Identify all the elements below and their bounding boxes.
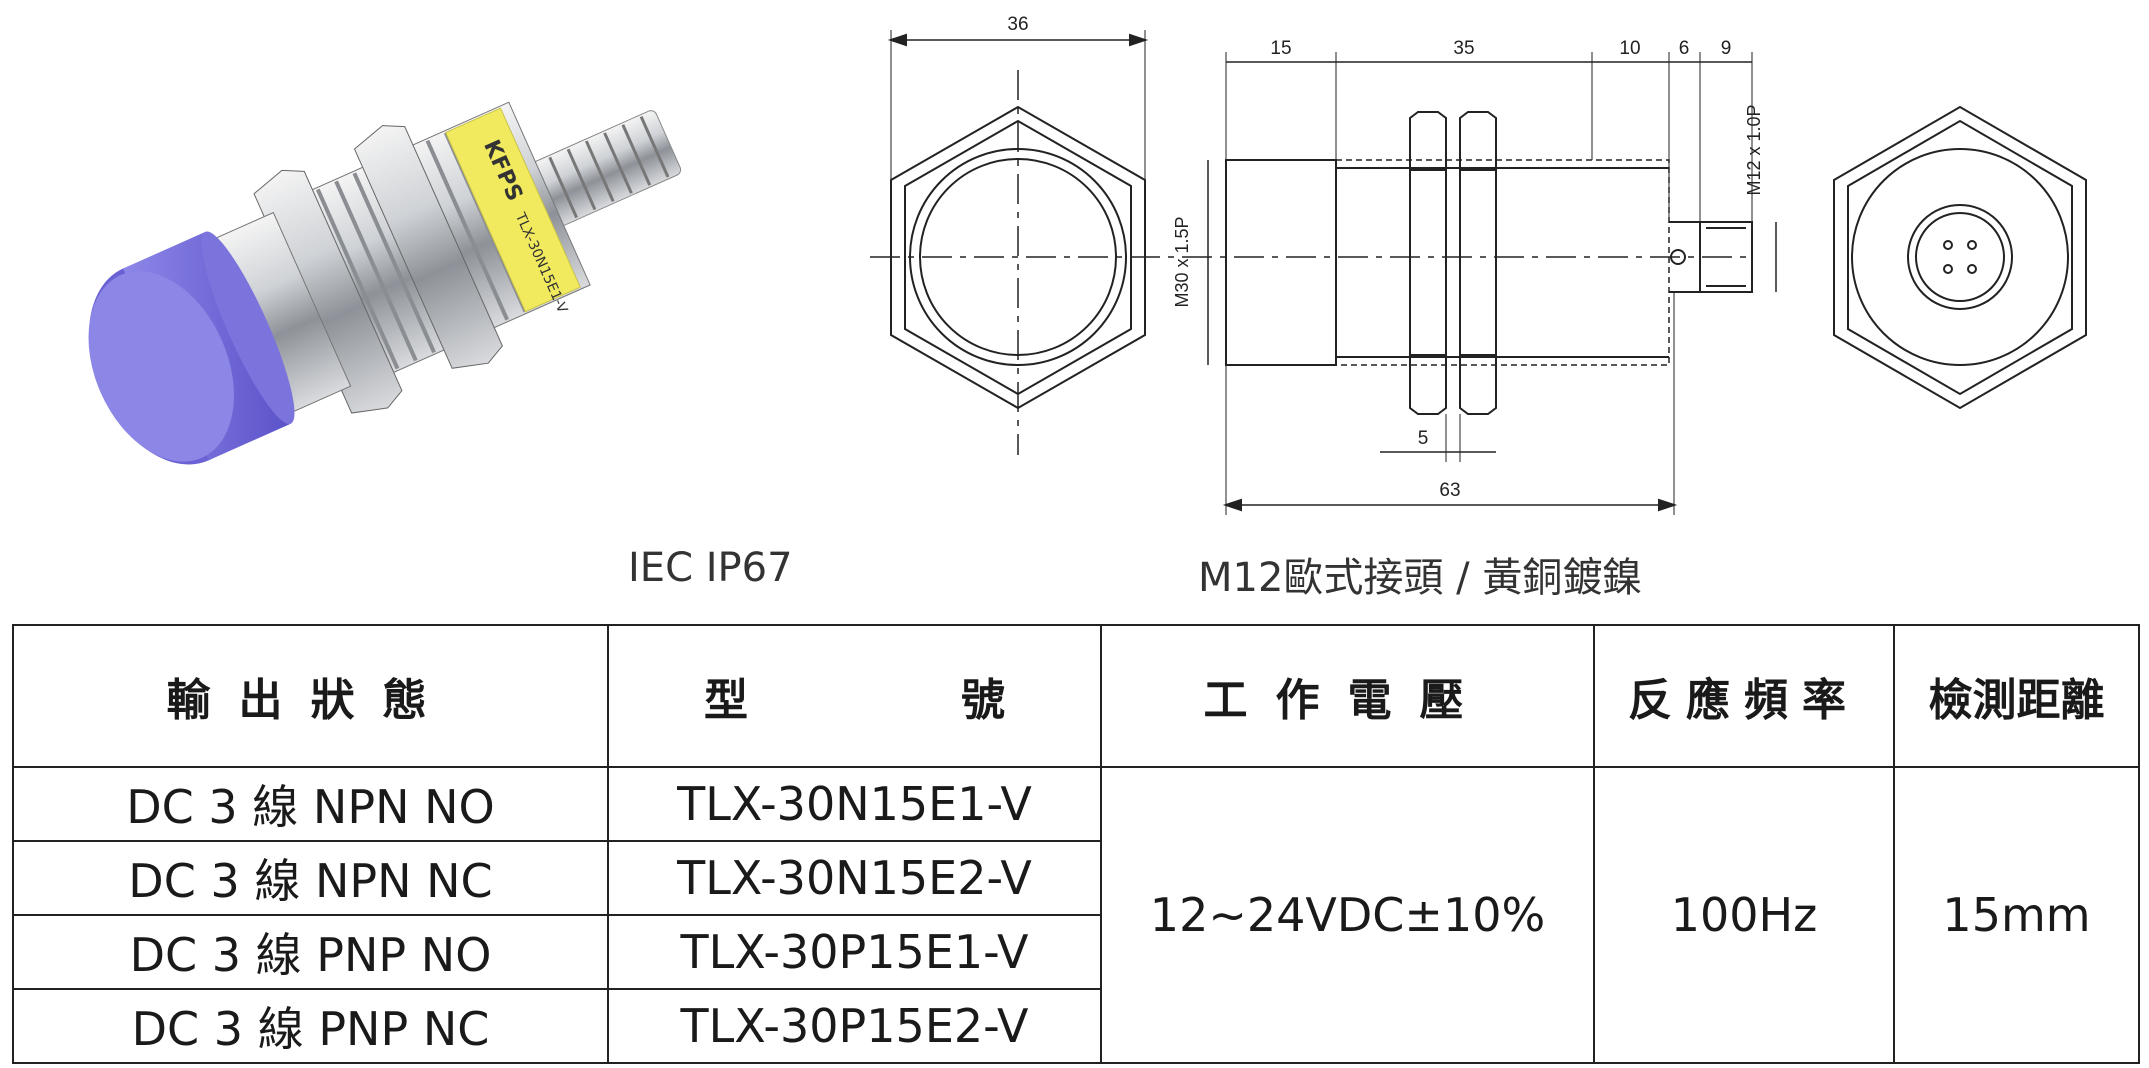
dim-35: 35 (1453, 38, 1474, 59)
header-model: 型號 (607, 624, 1102, 768)
header-distance: 檢測距離 (1893, 624, 2140, 768)
dim-15: 15 (1270, 38, 1291, 59)
product-photo: KFPS TLX-30N15E1-V (0, 0, 870, 560)
cell-output: DC 3 線 PNP NC (12, 988, 609, 1064)
header-frequency: 反應頻率 (1593, 624, 1895, 768)
dim-10: 10 (1619, 38, 1640, 59)
dimension-drawing: 36 15 35 10 6 9 M30 x 1.5P (870, 0, 2149, 560)
dim-9: 9 (1721, 38, 1732, 59)
dim-5: 5 (1418, 428, 1429, 449)
cell-model: TLX-30N15E1-V (607, 766, 1102, 842)
table-row: DC 3 線 PNP NO TLX-30P15E1-V (12, 914, 2139, 990)
caption-connector: M12歐式接頭 / 黃銅鍍鎳 (1198, 555, 1643, 601)
table-row: DC 3 線 NPN NC TLX-30N15E2-V (12, 840, 2139, 916)
header-voltage: 工作電壓 (1100, 624, 1595, 768)
cell-model: TLX-30P15E1-V (607, 914, 1102, 990)
dim-6: 6 (1679, 38, 1690, 59)
cell-distance: 15mm (1893, 766, 2140, 1064)
header-output: 輸出狀態 (12, 624, 609, 768)
thread-main-label: M30 x 1.5P (1172, 216, 1192, 307)
dim-36: 36 (1007, 14, 1028, 35)
cell-output: DC 3 線 PNP NO (12, 914, 609, 990)
table-row: DC 3 線 PNP NC TLX-30P15E2-V (12, 988, 2139, 1064)
spec-table: 輸出狀態 型號 工作電壓 反應頻率 檢測距離 DC 3 線 NPN NO TLX… (12, 624, 2140, 1064)
cell-output: DC 3 線 NPN NO (12, 766, 609, 842)
cell-voltage: 12~24VDC±10% (1100, 766, 1595, 1064)
thread-connector-label: M12 x 1.0P (1744, 104, 1764, 195)
dim-63: 63 (1439, 480, 1460, 501)
cell-model: TLX-30N15E2-V (607, 840, 1102, 916)
cell-model: TLX-30P15E2-V (607, 988, 1102, 1064)
cell-frequency: 100Hz (1593, 766, 1895, 1064)
caption-ip-rating: IEC IP67 (628, 545, 793, 591)
cell-output: DC 3 線 NPN NC (12, 840, 609, 916)
table-header-row: 輸出狀態 型號 工作電壓 反應頻率 檢測距離 (12, 624, 2140, 768)
table-row: DC 3 線 NPN NO TLX-30N15E1-V 12~24VDC±10%… (12, 766, 2140, 1064)
